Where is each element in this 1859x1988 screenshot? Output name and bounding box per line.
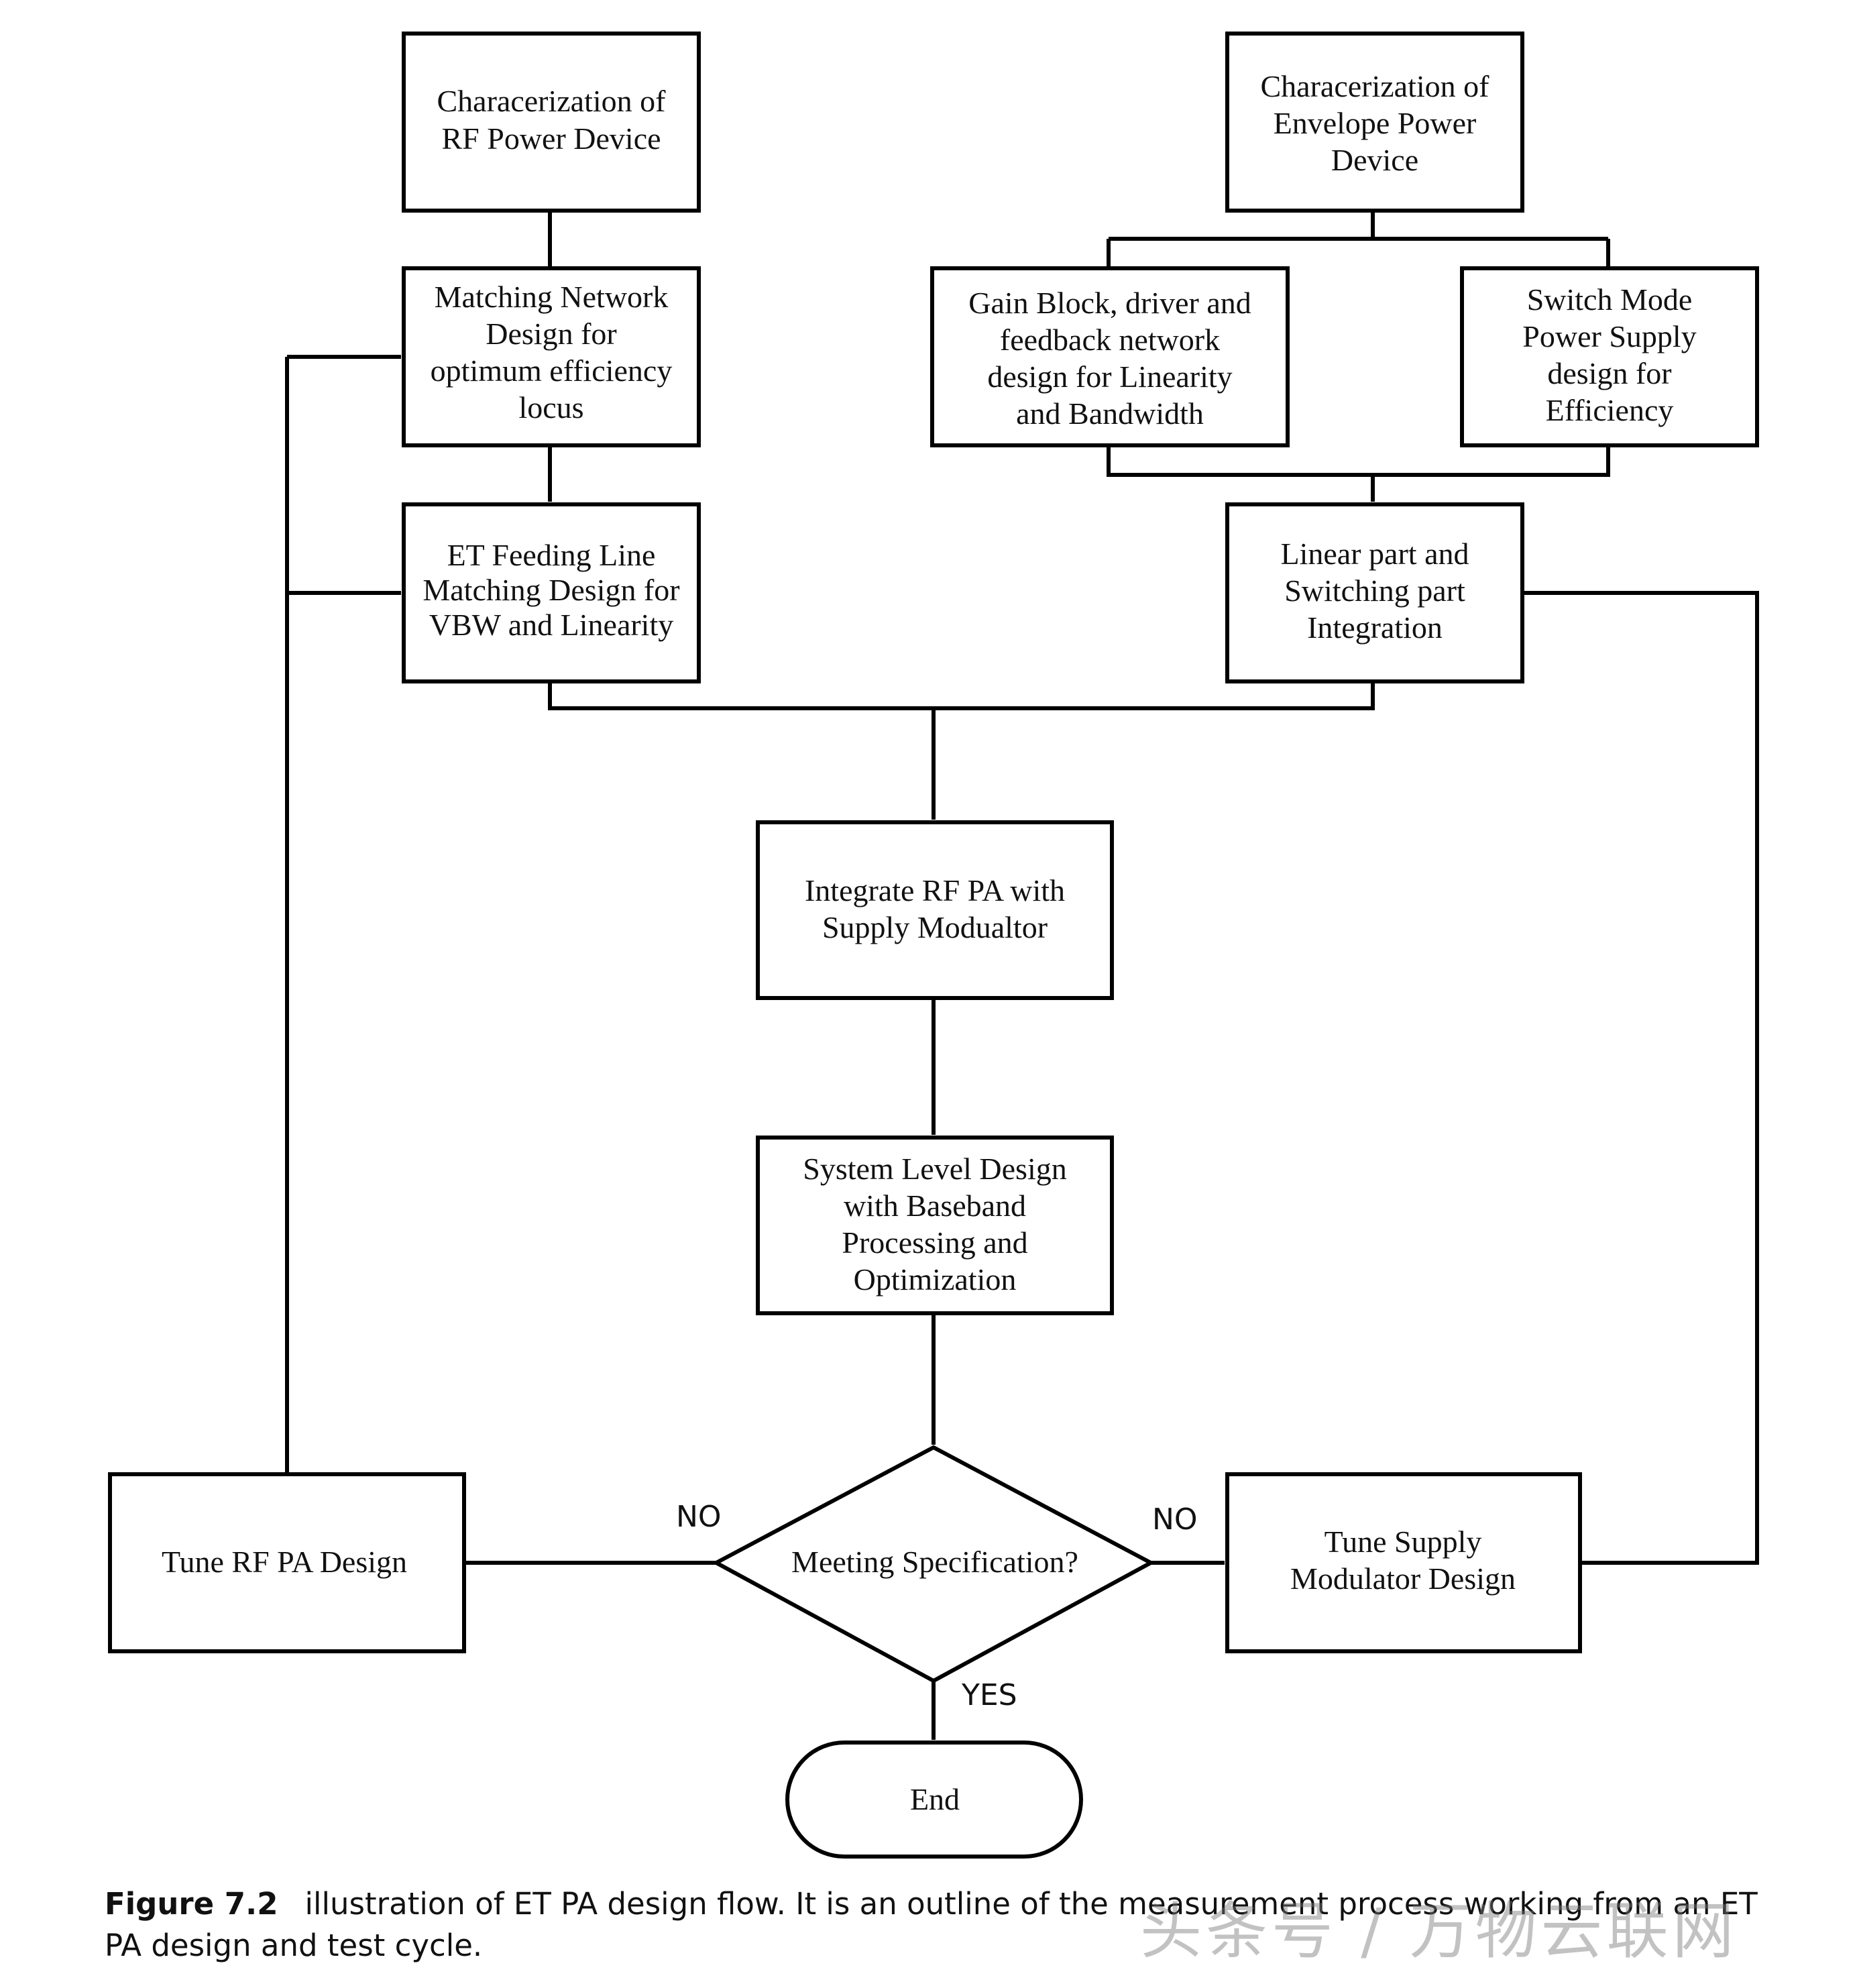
env-char-line-2: Envelope Power bbox=[1274, 106, 1477, 140]
arrow-tune-supply-feedback bbox=[1523, 591, 1759, 1565]
tune-supply-line-1: Tune Supply bbox=[1325, 1525, 1482, 1559]
rf-char-line-2: RF Power Device bbox=[441, 121, 661, 156]
integrate-line-1: Integrate RF PA with bbox=[805, 873, 1065, 907]
gain-block-line-2: feedback network bbox=[1000, 323, 1220, 357]
svg-text:Meeting Specification?: Meeting Specification? bbox=[791, 1545, 1078, 1579]
line-gain-smps-merge bbox=[1107, 445, 1610, 477]
env-char-line-3: Device bbox=[1331, 143, 1418, 177]
line-env-char-split bbox=[1109, 211, 1608, 241]
edge-label-yes: YES bbox=[961, 1678, 1017, 1712]
tune-rf-text: Tune RF PA Design bbox=[162, 1545, 407, 1579]
matching-line-4: locus bbox=[518, 390, 583, 425]
env-char-line-1: Characerization of bbox=[1261, 69, 1490, 103]
figure-label: Figure 7.2 bbox=[105, 1886, 278, 1922]
matching-line-2: Design for bbox=[486, 317, 616, 351]
gain-block-line-1: Gain Block, driver and bbox=[968, 286, 1251, 320]
smps-line-3: design for bbox=[1547, 356, 1671, 390]
lin-switch-line-1: Linear part and bbox=[1281, 537, 1469, 571]
line-et-lin-merge bbox=[548, 681, 1375, 710]
svg-text:End: End bbox=[910, 1782, 960, 1816]
et-feed-line-3: VBW and Linearity bbox=[429, 608, 674, 642]
watermark: 头条号 / 万物云联网 bbox=[1140, 1895, 1738, 1967]
et-feed-line-2: Matching Design for bbox=[422, 573, 679, 607]
svg-text:Tune RF PA Design: Tune RF PA Design bbox=[162, 1545, 407, 1579]
smps-line-1: Switch Mode bbox=[1527, 282, 1693, 317]
system-line-1: System Level Design bbox=[803, 1152, 1067, 1186]
gain-block-line-4: and Bandwidth bbox=[1016, 396, 1204, 431]
smps-line-4: Efficiency bbox=[1546, 393, 1674, 427]
node-decision: Meeting Specification? bbox=[712, 1445, 1156, 1683]
edge-label-no-right: NO bbox=[1152, 1502, 1198, 1537]
end-text: End bbox=[910, 1782, 960, 1816]
matching-line-3: optimum efficiency bbox=[431, 353, 673, 388]
node-end: End bbox=[785, 1741, 1083, 1859]
decision-text: Meeting Specification? bbox=[791, 1545, 1078, 1579]
system-line-4: Optimization bbox=[854, 1262, 1017, 1296]
et-feed-line-1: ET Feeding Line bbox=[447, 538, 656, 572]
lin-switch-line-2: Switching part bbox=[1284, 573, 1465, 608]
matching-line-1: Matching Network bbox=[435, 280, 669, 314]
lin-switch-line-3: Integration bbox=[1307, 610, 1443, 645]
caption-text: illustration of ET PA design flow. It is… bbox=[105, 1886, 1758, 1963]
tune-supply-line-2: Modulator Design bbox=[1290, 1561, 1516, 1596]
gain-block-line-3: design for Linearity bbox=[987, 360, 1232, 394]
rf-char-line-1: Characerization of bbox=[437, 84, 667, 118]
system-line-2: with Baseband bbox=[844, 1189, 1026, 1223]
system-line-3: Processing and bbox=[842, 1225, 1027, 1260]
node-tune-rf: Tune RF PA Design bbox=[108, 1472, 466, 1653]
edge-label-no-left: NO bbox=[676, 1500, 722, 1534]
smps-line-2: Power Supply bbox=[1522, 319, 1696, 353]
integrate-line-2: Supply Modualtor bbox=[822, 910, 1048, 944]
connectors bbox=[285, 211, 1759, 1741]
